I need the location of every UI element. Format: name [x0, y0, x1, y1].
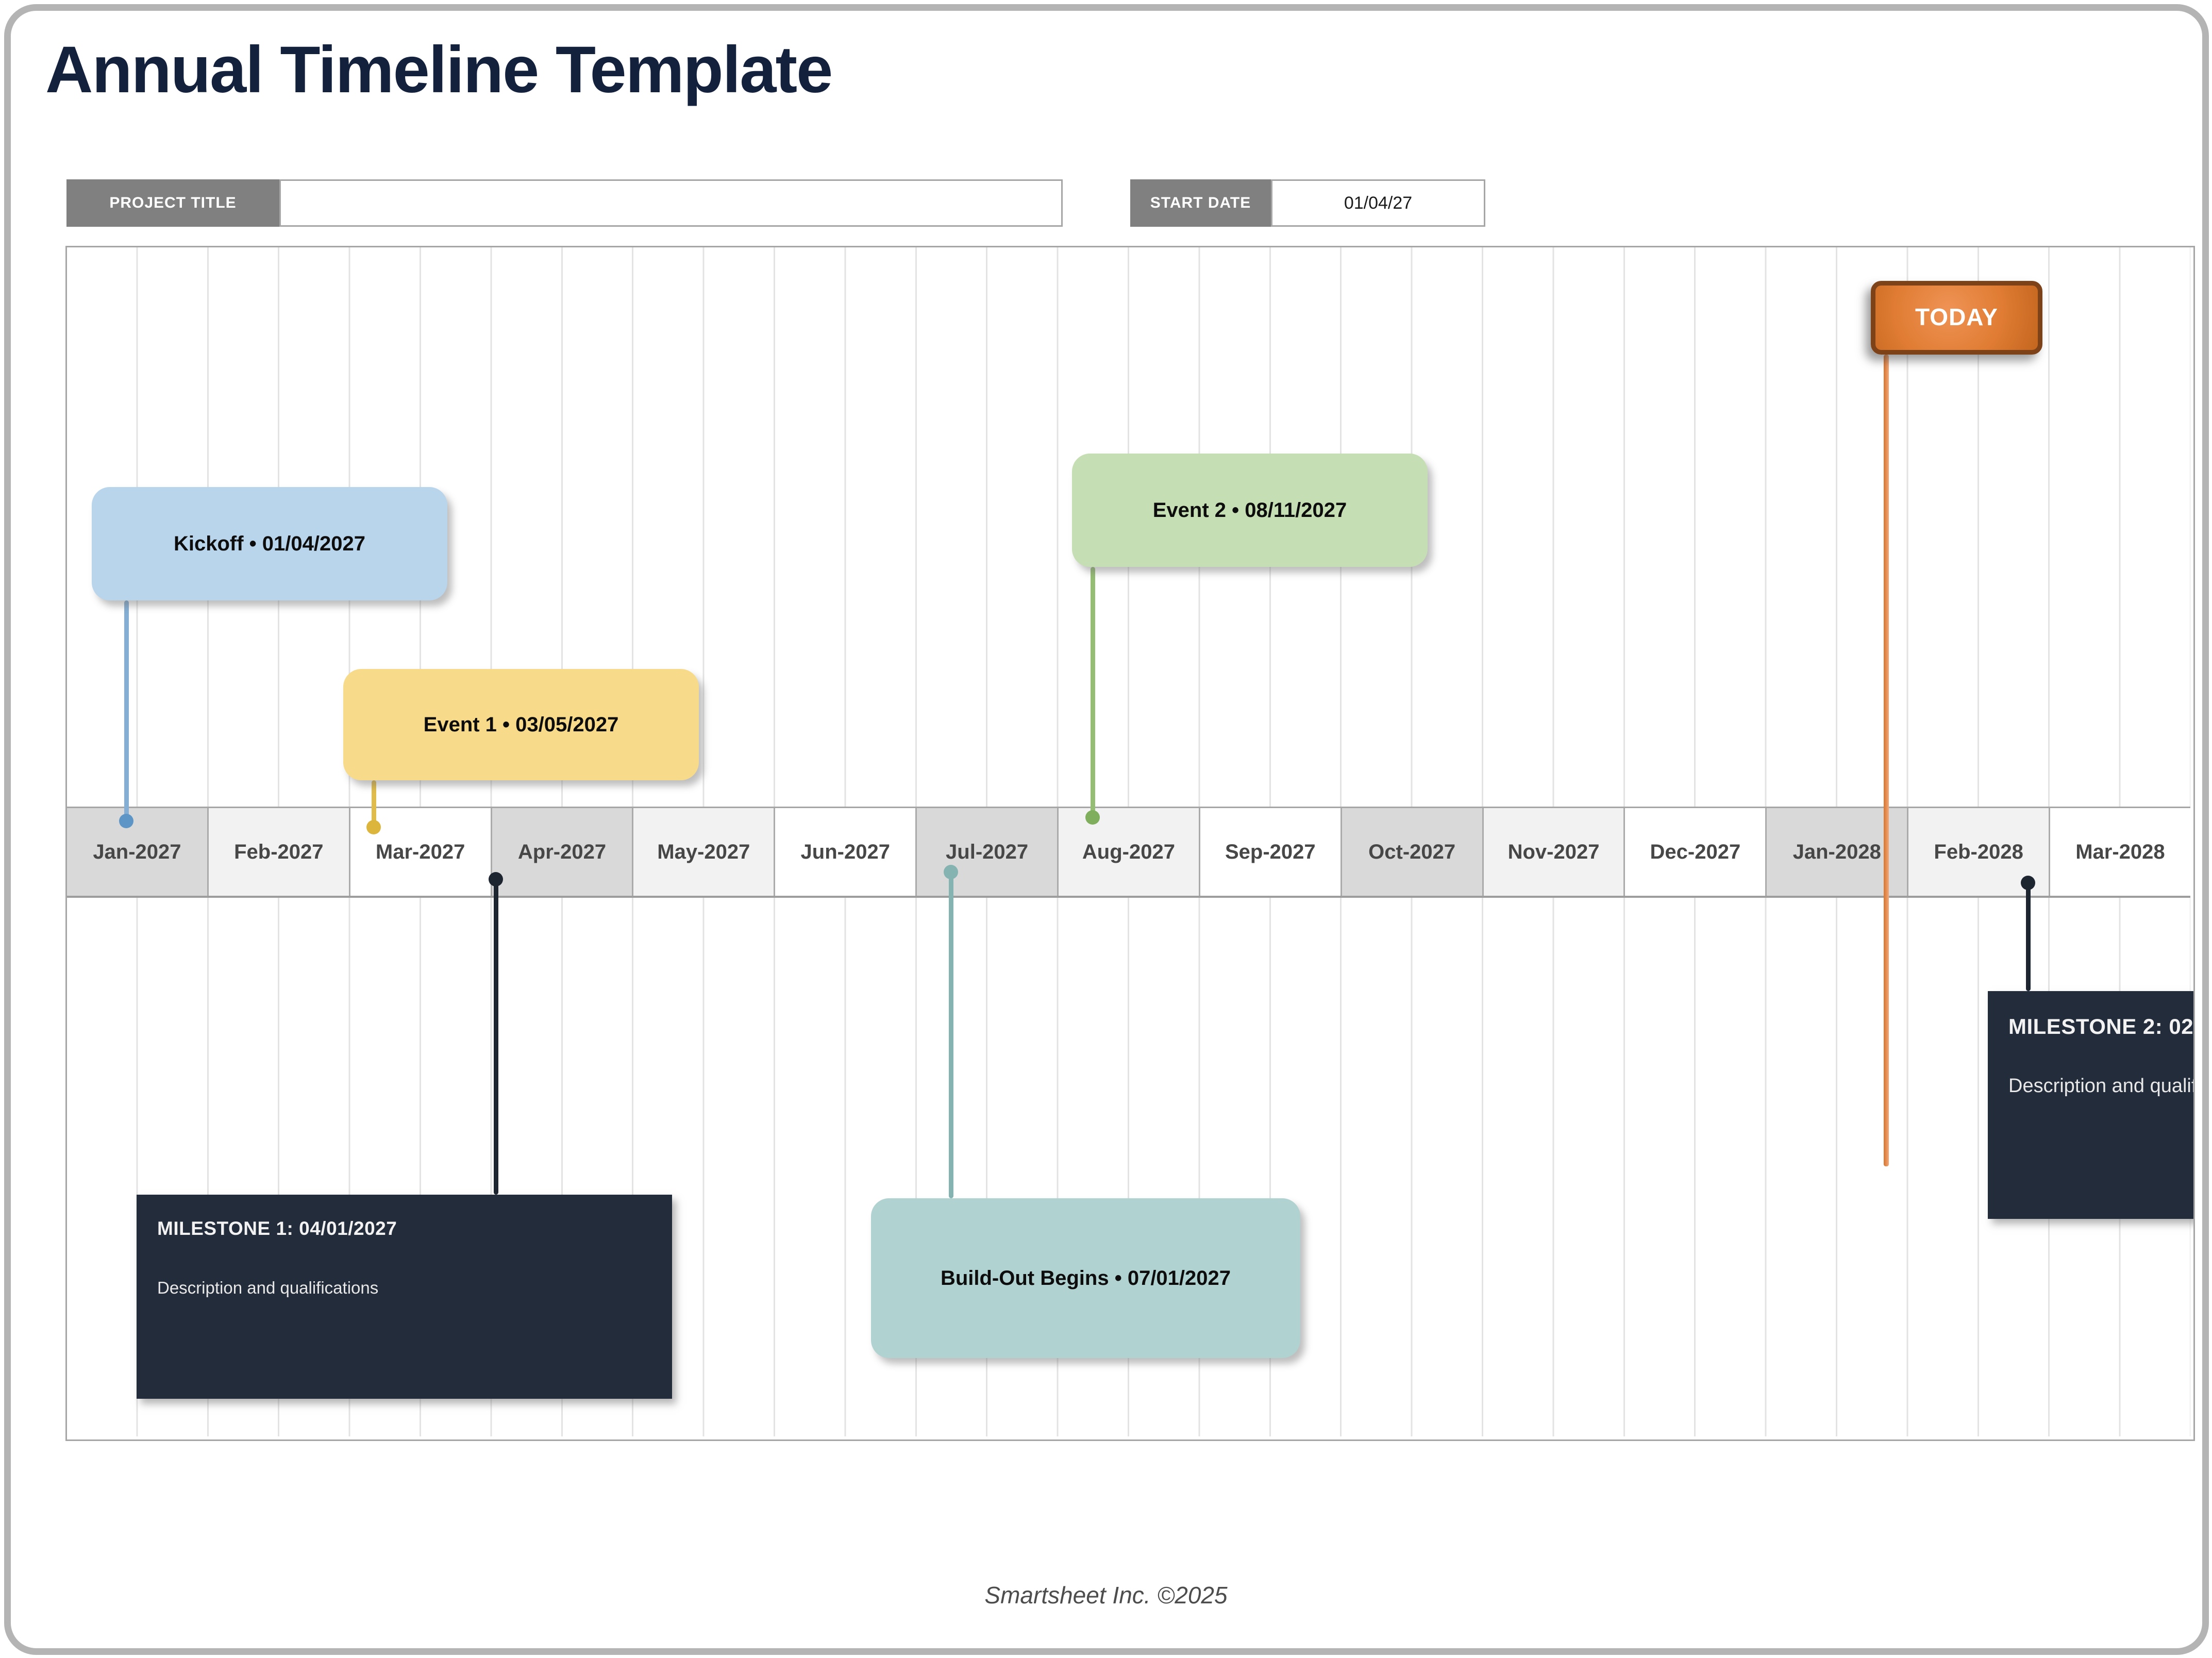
month-cell-jan-2028: Jan-2028 [1765, 808, 1907, 896]
event2-event-box[interactable]: Event 2 • 08/11/2027 [1072, 454, 1428, 567]
kickoff-event-box[interactable]: Kickoff • 01/04/2027 [92, 487, 447, 600]
event1-event-box[interactable]: Event 1 • 03/05/2027 [343, 669, 699, 780]
project-title-label: PROJECT TITLE [66, 179, 279, 227]
event2-stem [1091, 567, 1095, 817]
milestone1-date-dot [489, 872, 503, 886]
event1-date-dot [366, 820, 381, 834]
event1-stem [372, 780, 376, 827]
start-date-input[interactable]: 01/04/27 [1271, 179, 1485, 227]
month-cell-apr-2027: Apr-2027 [490, 808, 632, 896]
kickoff-stem [124, 600, 129, 821]
month-cell-jul-2027: Jul-2027 [915, 808, 1058, 896]
milestone2-title: MILESTONE 2: 02/24/2028 [2008, 1014, 2194, 1039]
buildout-date-dot [944, 865, 958, 879]
month-band: Jan-2027 Feb-2027 Mar-2027 Apr-2027 May-… [67, 807, 2190, 898]
timeline-plot: Jan-2027 Feb-2027 Mar-2027 Apr-2027 May-… [67, 247, 2193, 1436]
start-date-label: START DATE [1130, 179, 1271, 227]
month-cell-nov-2027: Nov-2027 [1482, 808, 1624, 896]
month-cell-jun-2027: Jun-2027 [774, 808, 916, 896]
month-cell-oct-2027: Oct-2027 [1340, 808, 1482, 896]
month-cell-may-2027: May-2027 [632, 808, 774, 896]
month-cell-feb-2027: Feb-2027 [207, 808, 349, 896]
month-cell-aug-2027: Aug-2027 [1057, 808, 1199, 896]
event2-date-dot [1085, 810, 1100, 825]
today-line [1884, 355, 1889, 1166]
month-cell-sep-2027: Sep-2027 [1198, 808, 1340, 896]
milestone2-date-dot [2021, 876, 2035, 890]
milestone1-description: Description and qualifications [157, 1278, 379, 1297]
buildout-stem [949, 872, 953, 1198]
milestone1-stem [494, 879, 498, 1195]
timeline-chart-area: Jan-2027 Feb-2027 Mar-2027 Apr-2027 May-… [65, 246, 2195, 1441]
page-title: Annual Timeline Template [45, 33, 833, 107]
footer-copyright: Smartsheet Inc. ©2025 [984, 1582, 1228, 1609]
month-cell-mar-2028: Mar-2028 [2049, 808, 2190, 896]
month-cell-jan-2027: Jan-2027 [67, 808, 207, 896]
buildout-event-box[interactable]: Build-Out Begins • 07/01/2027 [871, 1198, 1300, 1358]
milestone1-title: MILESTONE 1: 04/01/2027 [157, 1218, 397, 1239]
milestone1-box[interactable]: MILESTONE 1: 04/01/2027 Description and … [137, 1195, 672, 1399]
milestone2-stem [2026, 883, 2031, 991]
kickoff-date-dot [119, 814, 133, 828]
milestone2-box[interactable]: MILESTONE 2: 02/24/2028 Description and … [1988, 991, 2194, 1219]
milestone2-description: Description and qualifications [2008, 1075, 2193, 1097]
project-title-input[interactable] [279, 179, 1063, 227]
today-marker[interactable]: TODAY [1871, 281, 2042, 355]
month-cell-dec-2027: Dec-2027 [1623, 808, 1766, 896]
